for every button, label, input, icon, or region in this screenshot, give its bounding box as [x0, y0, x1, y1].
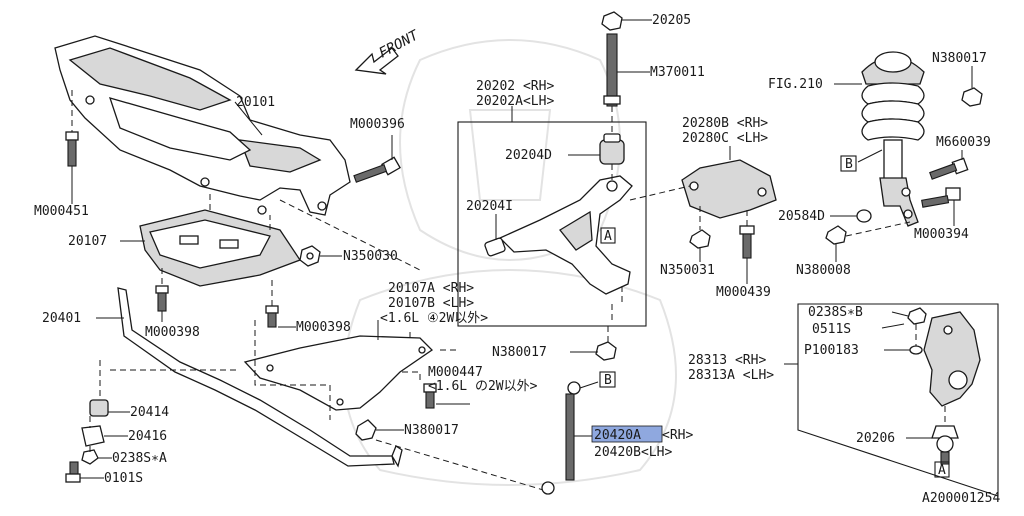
- bolt-m000398-right: [265, 280, 279, 328]
- bolt-m000394: [921, 187, 961, 208]
- marker-A-arm: [600, 227, 616, 244]
- label-FIG210: FIG.210: [768, 77, 823, 92]
- label-20101: 20101: [236, 95, 275, 110]
- nut-n380017-top: [961, 87, 983, 107]
- bracket-20416: [81, 425, 105, 447]
- label-20401: 20401: [42, 311, 81, 326]
- washer-P100183: [909, 345, 923, 355]
- label-20280C: 20280C <LH>: [682, 131, 768, 146]
- steering-knuckle: [923, 311, 981, 407]
- label-20202: 20202 <RH>: [476, 79, 554, 94]
- label-20420B: 20420B<LH>: [594, 445, 672, 460]
- nut-0238S-B: [907, 307, 927, 325]
- label-M000439: M000439: [716, 285, 771, 300]
- label-M000396: M000396: [350, 117, 405, 132]
- label-20107-note: <1.6L ④2W以外>: [380, 311, 488, 326]
- label-M000451: M000451: [34, 204, 89, 219]
- front-direction-arrow: FRONT: [354, 27, 422, 75]
- label-0101S: 0101S: [104, 471, 143, 486]
- label-M370011: M370011: [650, 65, 705, 80]
- label-20414: 20414: [130, 405, 169, 420]
- label-20202A: 20202A<LH>: [476, 94, 554, 109]
- bushing-20204I: [484, 237, 506, 257]
- figure-id: A200001254: [922, 491, 1000, 506]
- label-20204I: 20204I: [466, 199, 513, 214]
- bolt-m000451: [65, 90, 79, 204]
- label-M000394: M000394: [914, 227, 969, 242]
- marker-B-link: [599, 371, 616, 388]
- label-20107: 20107: [68, 234, 107, 249]
- label-N380008: N380008: [796, 263, 851, 278]
- marker-A-knuckle: [934, 461, 950, 478]
- label-N380017-top: N380017: [932, 51, 987, 66]
- lower-arm-group-box: [457, 121, 647, 327]
- label-20420A: 20420A: [594, 428, 641, 443]
- knuckle-group-box: [797, 303, 999, 497]
- marker-A-knuckle-text: A: [938, 463, 946, 478]
- label-20420A-side: <RH>: [662, 428, 693, 443]
- label-M000398-left: M000398: [145, 325, 200, 340]
- label-N380017-lower: N380017: [404, 423, 459, 438]
- label-20280B: 20280B <RH>: [682, 116, 768, 131]
- bolt-m000447: [423, 383, 437, 409]
- label-28313A: 28313A <LH>: [688, 368, 774, 383]
- bushing-20204D: [599, 133, 625, 165]
- bolt-m000398-left: [155, 268, 169, 322]
- bolt-m000396: [353, 135, 401, 183]
- label-N350030: N350030: [343, 249, 398, 264]
- label-20205: 20205: [652, 13, 691, 28]
- label-P100183: P100183: [804, 343, 859, 358]
- label-M000398-right: M000398: [296, 320, 351, 335]
- label-0511S: 0511S: [812, 322, 851, 337]
- marker-A-arm-text: A: [604, 229, 612, 244]
- under-cover-20107: [139, 209, 301, 287]
- nut-n380008: [825, 225, 847, 245]
- label-M660039: M660039: [936, 135, 991, 150]
- label-N350031: N350031: [660, 263, 715, 278]
- bolt-0101S: [65, 461, 81, 483]
- label-N380017-mid: N380017: [492, 345, 547, 360]
- label-20206: 20206: [856, 431, 895, 446]
- nut-n380017-mid: [595, 341, 617, 361]
- subframe-crossmember: [54, 35, 351, 216]
- strut-assembly: [861, 51, 925, 227]
- washer-0238S-A: [81, 449, 99, 465]
- nut-n350031: [689, 229, 711, 249]
- lower-control-arm: [498, 175, 633, 295]
- front-label: FRONT: [376, 27, 422, 62]
- nut-n350030: [299, 245, 321, 267]
- marker-B-strut: [840, 155, 857, 172]
- reinforcement-plate: [243, 335, 434, 411]
- bolt-m000439: [739, 225, 755, 259]
- label-0238S-B: 0238S∗B: [808, 305, 863, 320]
- label-28313: 28313 <RH>: [688, 353, 766, 368]
- pin-0511S: [881, 323, 905, 329]
- marker-B-link-text: B: [604, 373, 612, 388]
- nut-n380017-lower: [355, 419, 377, 441]
- washer-20584D: [856, 209, 872, 223]
- label-20416: 20416: [128, 429, 167, 444]
- bolt-m370011: [603, 33, 621, 107]
- ball-joint-20206: [931, 425, 959, 465]
- bolt-m660039: [929, 157, 969, 180]
- arm-rear-bracket: [681, 159, 777, 219]
- stabilizer-link: [541, 381, 599, 495]
- label-M000447-note: <1.6L の2W以外>: [428, 379, 538, 394]
- label-20107B: 20107B <LH>: [388, 296, 474, 311]
- nut-20205: [601, 11, 623, 31]
- label-20204D: 20204D: [505, 148, 552, 163]
- label-0238S-A: 0238S∗A: [112, 451, 167, 466]
- label-20107A: 20107A <RH>: [388, 281, 474, 296]
- highlight-20420A: [591, 425, 663, 443]
- stabilizer-bar: [117, 287, 403, 468]
- marker-B-strut-text: B: [845, 157, 853, 172]
- label-20584D: 20584D: [778, 209, 825, 224]
- label-M000447: M000447: [428, 365, 483, 380]
- bushing-20414: [89, 399, 109, 417]
